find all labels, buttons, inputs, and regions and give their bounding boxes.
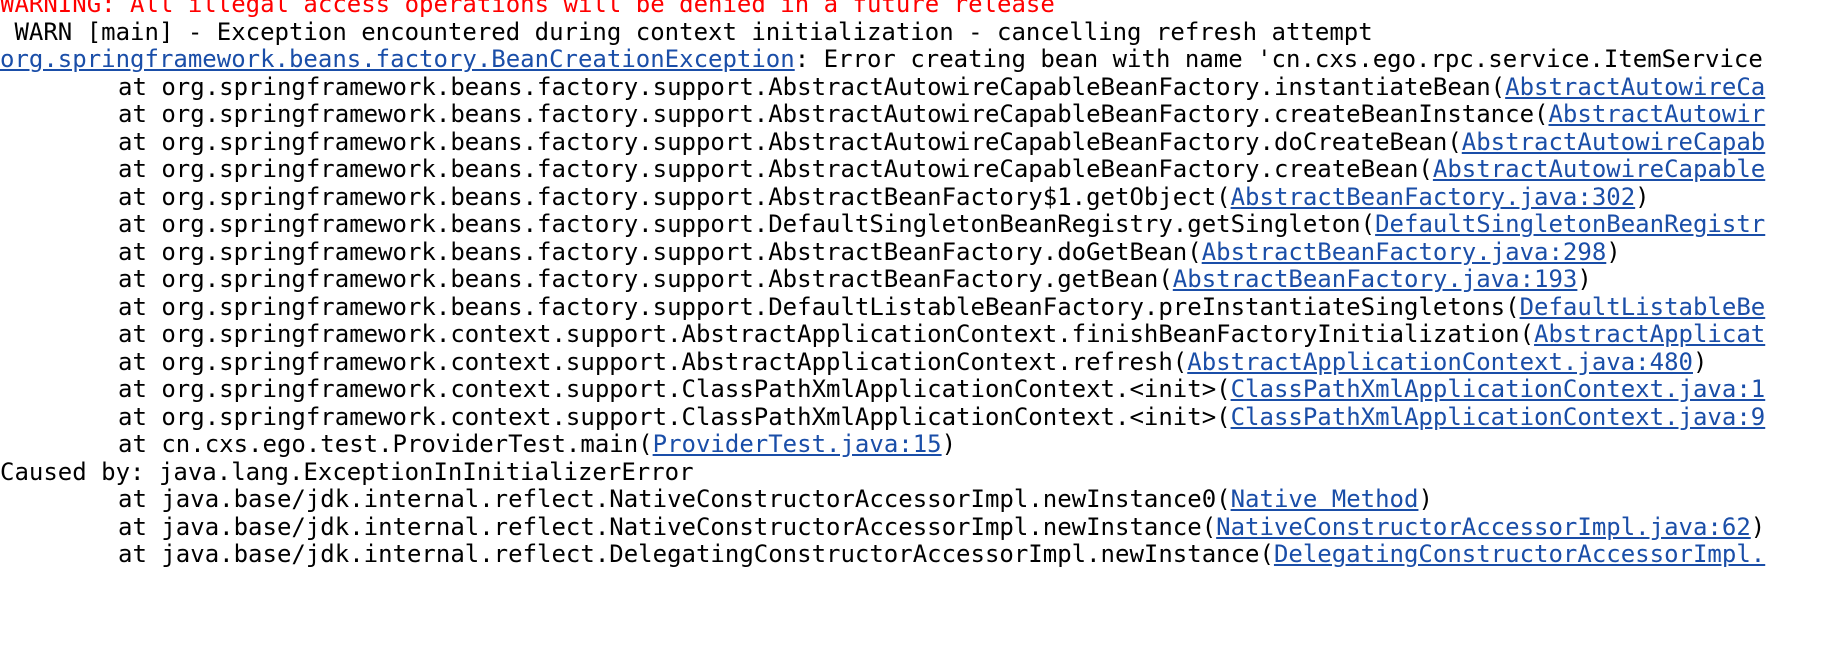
- log-line: WARN [main] - Exception encountered duri…: [0, 16, 1824, 48]
- frame-method: at org.springframework.beans.factory.sup…: [118, 237, 1202, 266]
- exception-line: org.springframework.beans.factory.BeanCr…: [0, 43, 1824, 75]
- stack-frame-line: at org.springframework.beans.factory.sup…: [0, 263, 1824, 295]
- frame-suffix: ): [1635, 182, 1650, 211]
- warning-text: WARNING: All illegal access operations w…: [0, 0, 1055, 18]
- frame-source-link[interactable]: ProviderTest.java:15: [652, 430, 942, 458]
- log-line: Caused by: java.lang.ExceptionInInitiali…: [0, 456, 1824, 488]
- frame-method: at org.springframework.context.support.A…: [118, 347, 1188, 376]
- exception-message: : Error creating bean with name 'cn.cxs.…: [794, 45, 1763, 73]
- frame-source-link[interactable]: DefaultListableBe: [1519, 292, 1766, 321]
- frame-source-link[interactable]: NativeConstructorAccessorImpl.java:62: [1216, 512, 1751, 541]
- frame-method: at org.springframework.beans.factory.sup…: [118, 155, 1433, 183]
- stack-frame-line: at org.springframework.beans.factory.sup…: [0, 208, 1824, 240]
- frame-source-link[interactable]: AbstractBeanFactory.java:193: [1172, 265, 1578, 293]
- frame-source-link[interactable]: AbstractBeanFactory.java:302: [1230, 182, 1636, 211]
- frame-suffix: ): [1750, 512, 1766, 541]
- stack-frame-line: at org.springframework.beans.factory.sup…: [0, 98, 1824, 130]
- frame-method: at org.springframework.context.support.A…: [118, 320, 1535, 348]
- frame-source-link[interactable]: AbstractAutowireCa: [1505, 72, 1766, 101]
- frame-source-link[interactable]: DelegatingConstructorAccessorImpl.: [1273, 540, 1766, 568]
- frame-method: at cn.cxs.ego.test.ProviderTest.main(: [118, 430, 653, 458]
- stack-frame-line: at org.springframework.context.support.A…: [0, 346, 1824, 378]
- stack-frame-line: at org.springframework.context.support.C…: [0, 401, 1824, 433]
- stack-frame-line: at cn.cxs.ego.test.ProviderTest.main(Pro…: [0, 428, 1824, 460]
- stack-frame-line: at java.base/jdk.internal.reflect.Delega…: [0, 538, 1824, 570]
- frame-method: at org.springframework.beans.factory.sup…: [118, 72, 1506, 101]
- frame-source-link[interactable]: ClassPathXmlApplicationContext.java:9: [1230, 402, 1766, 431]
- frame-method: at org.springframework.beans.factory.sup…: [118, 292, 1520, 321]
- stack-frame-line: at org.springframework.context.support.A…: [0, 318, 1824, 350]
- stack-frame-line: at org.springframework.context.support.C…: [0, 373, 1824, 405]
- frame-method: at java.base/jdk.internal.reflect.Native…: [118, 512, 1217, 541]
- warning-line: WARNING: All illegal access operations w…: [0, 0, 1824, 20]
- frame-suffix: ): [1606, 237, 1621, 266]
- stack-frame-line: at org.springframework.beans.factory.sup…: [0, 236, 1824, 268]
- stack-frame-line: at org.springframework.beans.factory.sup…: [0, 153, 1824, 185]
- frame-method: at org.springframework.beans.factory.sup…: [118, 265, 1173, 293]
- frame-method: at org.springframework.context.support.C…: [118, 402, 1231, 431]
- frame-suffix: ): [941, 430, 957, 458]
- frame-method: at org.springframework.beans.factory.sup…: [118, 100, 1549, 128]
- log-text: Caused by: java.lang.ExceptionInInitiali…: [0, 457, 694, 486]
- frame-source-link[interactable]: AbstractAutowir: [1548, 100, 1766, 128]
- frame-suffix: ): [1418, 485, 1433, 513]
- stack-frame-line: at org.springframework.beans.factory.sup…: [0, 181, 1824, 213]
- frame-method: at org.springframework.beans.factory.sup…: [118, 127, 1462, 156]
- frame-source-link[interactable]: AbstractApplicationContext.java:480: [1187, 347, 1693, 376]
- frame-source-link[interactable]: ClassPathXmlApplicationContext.java:1: [1230, 375, 1766, 403]
- frame-source-link[interactable]: Native Method: [1230, 485, 1419, 513]
- frame-suffix: ): [1692, 347, 1708, 376]
- log-text: WARN [main] - Exception encountered duri…: [0, 17, 1373, 46]
- frame-method: at org.springframework.beans.factory.sup…: [118, 210, 1376, 238]
- frame-method: at java.base/jdk.internal.reflect.Native…: [118, 485, 1231, 513]
- frame-source-link[interactable]: AbstractAutowireCapab: [1461, 127, 1766, 156]
- stack-frame-line: at org.springframework.beans.factory.sup…: [0, 126, 1824, 158]
- stack-frame-line: at java.base/jdk.internal.reflect.Native…: [0, 511, 1824, 543]
- frame-source-link[interactable]: AbstractBeanFactory.java:298: [1201, 237, 1607, 266]
- frame-source-link[interactable]: DefaultSingletonBeanRegistr: [1375, 210, 1766, 238]
- frame-method: at java.base/jdk.internal.reflect.Delega…: [118, 540, 1274, 568]
- frame-suffix: ): [1577, 265, 1592, 293]
- frame-method: at org.springframework.beans.factory.sup…: [118, 182, 1231, 211]
- frame-source-link[interactable]: AbstractAutowireCapable: [1432, 155, 1766, 183]
- stack-frame-line: at java.base/jdk.internal.reflect.Native…: [0, 483, 1824, 515]
- stack-frame-line: at org.springframework.beans.factory.sup…: [0, 291, 1824, 323]
- stack-frame-line: at org.springframework.beans.factory.sup…: [0, 71, 1824, 103]
- frame-method: at org.springframework.context.support.C…: [118, 375, 1231, 403]
- exception-class-link[interactable]: org.springframework.beans.factory.BeanCr…: [0, 45, 795, 73]
- frame-source-link[interactable]: AbstractApplicat: [1534, 320, 1766, 348]
